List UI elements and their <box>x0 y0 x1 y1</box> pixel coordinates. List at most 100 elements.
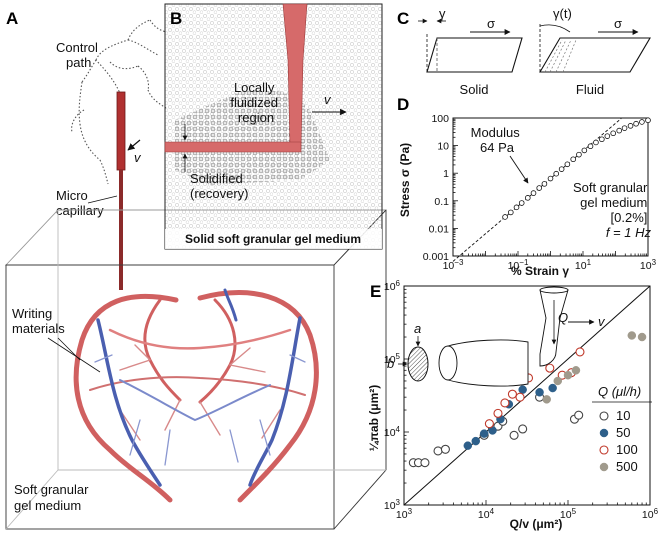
flow-point-50 <box>479 429 489 438</box>
strain-point <box>587 143 594 150</box>
fluid-block <box>539 37 651 73</box>
velocity-arrow-a <box>127 139 141 151</box>
x-tick-label: 101 <box>575 258 592 272</box>
e-inset-schematic: a b Q v <box>387 286 606 387</box>
cross-section-ellipse <box>407 346 429 382</box>
micro-capillary-tip <box>116 91 126 171</box>
flow-point-10 <box>433 446 443 456</box>
strain-point <box>570 156 577 163</box>
panel-letter-d: D <box>397 95 409 114</box>
flow-point-500 <box>542 395 551 404</box>
fluid-label: Fluid <box>576 82 604 97</box>
y-tick-label: 0.001 <box>423 251 449 263</box>
modulus-arrow <box>509 155 529 184</box>
strain-point <box>558 166 565 172</box>
strain-point <box>524 195 531 201</box>
sigma-label-fluid: σ <box>614 16 622 31</box>
x-tick-label: 103 <box>640 258 657 272</box>
flow-point-100 <box>500 398 510 408</box>
fluid-shear-lines <box>544 39 577 73</box>
y-tick-label: 1 <box>443 168 449 180</box>
reference-line <box>403 285 651 506</box>
panel-letter-e: E <box>370 282 381 301</box>
strain-point <box>616 127 623 134</box>
strain-point <box>553 170 560 177</box>
legend-marker-50 <box>599 428 609 438</box>
legend-label-50: 50 <box>616 425 630 440</box>
legend-label-500: 500 <box>616 459 638 474</box>
panel-b-caption: Solid soft granular gel medium <box>185 232 361 246</box>
e-x-axis-title: Q/v (μm²) <box>510 517 563 531</box>
gel-medium-label-a: Soft granular gel medium <box>14 482 92 513</box>
x-tick-label: 104 <box>478 507 495 521</box>
strain-point <box>599 136 605 143</box>
filament-b <box>164 141 302 153</box>
flow-point-500 <box>563 370 573 380</box>
x-tick-label: 103 <box>396 507 413 521</box>
micro-capillary-shaft <box>119 170 123 290</box>
strain-point <box>639 119 645 125</box>
y-tick-label: 0.1 <box>434 196 449 208</box>
flow-point-50 <box>548 383 557 393</box>
gamma-t-arc <box>539 24 571 33</box>
x-tick-label: 105 <box>560 507 577 521</box>
modulus-label: Modulus 64 Pa <box>471 125 524 155</box>
writing-materials-label: Writing materials <box>12 306 65 336</box>
panel-letter-a: A <box>6 9 18 28</box>
strain-point <box>627 123 634 129</box>
legend-marker-500 <box>599 462 609 472</box>
flow-point-500 <box>627 331 637 340</box>
legend-marker-10 <box>599 411 609 421</box>
strain-point <box>576 151 582 158</box>
panel-a: A Control path v Micro capillary <box>4 9 388 530</box>
flow-point-10 <box>574 410 584 420</box>
flow-point-10 <box>518 424 528 434</box>
d-x-axis-title: % Strain γ <box>511 264 569 278</box>
flow-point-100 <box>575 347 585 357</box>
flow-point-50 <box>463 441 473 450</box>
solid-label: Solid <box>460 82 489 97</box>
strain-point <box>502 214 508 220</box>
fit-line <box>452 118 622 262</box>
strain-point <box>564 161 571 168</box>
strain-point <box>610 130 617 137</box>
strain-point <box>541 181 548 187</box>
legend-marker-100 <box>599 445 609 455</box>
flow-point-50 <box>471 436 481 446</box>
strain-point <box>536 185 543 191</box>
plot-frame <box>403 285 651 506</box>
micro-capillary-label: Micro capillary <box>56 188 104 218</box>
strain-point <box>581 147 588 154</box>
x-tick-label: 106 <box>642 507 659 521</box>
solidified-label: Solidified (recovery) <box>190 171 249 201</box>
capillary-e-top <box>539 286 569 294</box>
strain-point <box>518 200 525 206</box>
flow-point-500 <box>571 366 581 375</box>
gamma-label: γ <box>439 6 446 21</box>
y-tick-label: 100 <box>431 113 449 125</box>
flow-point-100 <box>515 392 525 402</box>
flow-point-100 <box>484 419 494 429</box>
strain-point <box>507 209 514 216</box>
flow-point-100 <box>507 389 517 399</box>
medium-label: Soft granular gel medium [0.2%] f = 1 Hz <box>573 180 652 240</box>
legend-label-10: 10 <box>616 408 630 423</box>
capillary-pointer <box>87 195 118 204</box>
velocity-label-b: v <box>324 92 332 107</box>
flow-point-500 <box>553 376 563 386</box>
fluidized-label: Locally fluidized region <box>230 80 281 125</box>
e-y-axis-title: ¼πab (μm²) <box>367 385 381 452</box>
sigma-label-solid: σ <box>487 16 495 31</box>
panel-letter-b: B <box>170 9 182 28</box>
gamma-t-label: γ(t) <box>553 6 572 21</box>
strain-point <box>604 133 611 139</box>
v-label-e: v <box>598 314 606 329</box>
flow-point-50 <box>518 385 527 394</box>
b-label: b <box>387 356 394 371</box>
flow-point-10 <box>440 444 450 454</box>
strain-point <box>593 139 599 146</box>
